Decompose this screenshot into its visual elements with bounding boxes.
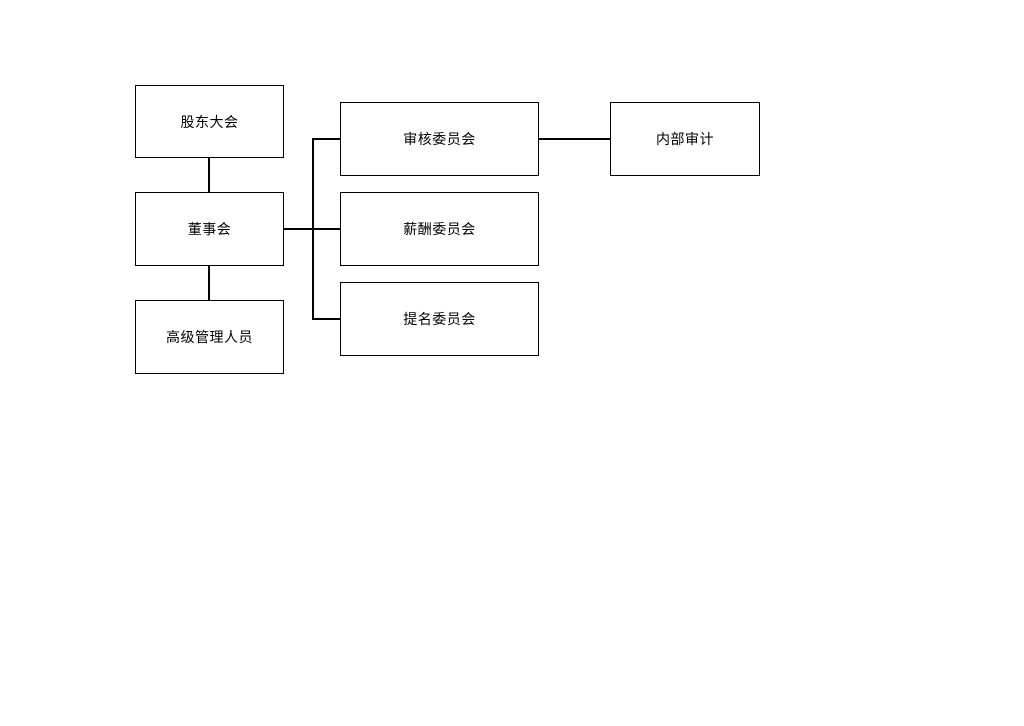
node-remuneration-committee: 薪酬委员会	[340, 192, 539, 266]
connector-audit-internal	[538, 138, 611, 140]
node-audit-committee: 审核委员会	[340, 102, 539, 176]
node-label: 审核委员会	[403, 132, 476, 148]
node-label: 高级管理人员	[166, 330, 253, 346]
node-board: 董事会	[135, 192, 284, 266]
connector-shareholders-board	[208, 157, 210, 193]
connector-board-management	[208, 265, 210, 301]
connector-to-nomination-committee	[312, 318, 341, 320]
node-label: 内部审计	[656, 132, 714, 148]
node-senior-management: 高级管理人员	[135, 300, 284, 374]
node-internal-audit: 内部审计	[610, 102, 760, 176]
node-label: 董事会	[187, 222, 232, 238]
connector-board-trunk	[283, 228, 312, 230]
node-label: 提名委员会	[403, 312, 476, 328]
node-label: 薪酬委员会	[403, 222, 476, 238]
connector-to-audit-committee	[312, 138, 341, 140]
node-nomination-committee: 提名委员会	[340, 282, 539, 356]
connector-to-remuneration-committee	[312, 228, 341, 230]
node-shareholders-meeting: 股东大会	[135, 85, 284, 158]
node-label: 股东大会	[180, 114, 239, 131]
